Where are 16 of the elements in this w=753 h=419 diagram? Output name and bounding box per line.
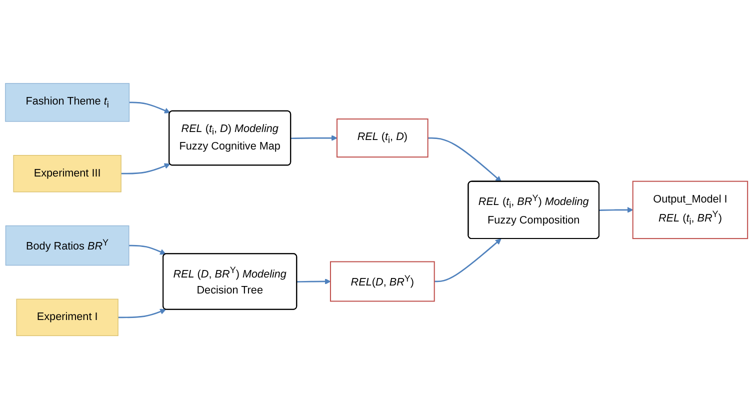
arrow bbox=[434, 238, 502, 282]
arrow bbox=[296, 278, 331, 284]
node-box: REL(D, BR$^{Y}$) bbox=[330, 261, 435, 302]
arrow bbox=[599, 206, 634, 213]
node-box: Fashion Theme t$_{i}$ bbox=[5, 83, 130, 122]
arrow bbox=[290, 134, 338, 141]
arrow bbox=[121, 163, 170, 174]
node-box: Experiment III bbox=[13, 154, 122, 192]
node-box: REL (t$_{i}$, D) bbox=[336, 118, 428, 158]
arrow bbox=[129, 102, 170, 114]
node-box: Body Ratios BR$^{Y}$ bbox=[5, 225, 130, 266]
arrow bbox=[128, 244, 166, 255]
arrow bbox=[428, 137, 502, 182]
node-box: Experiment I bbox=[16, 298, 118, 336]
arrow bbox=[118, 308, 166, 318]
node-box: Output_Model I REL (t$_{i}$, BR$^{Y}$) bbox=[632, 180, 748, 239]
